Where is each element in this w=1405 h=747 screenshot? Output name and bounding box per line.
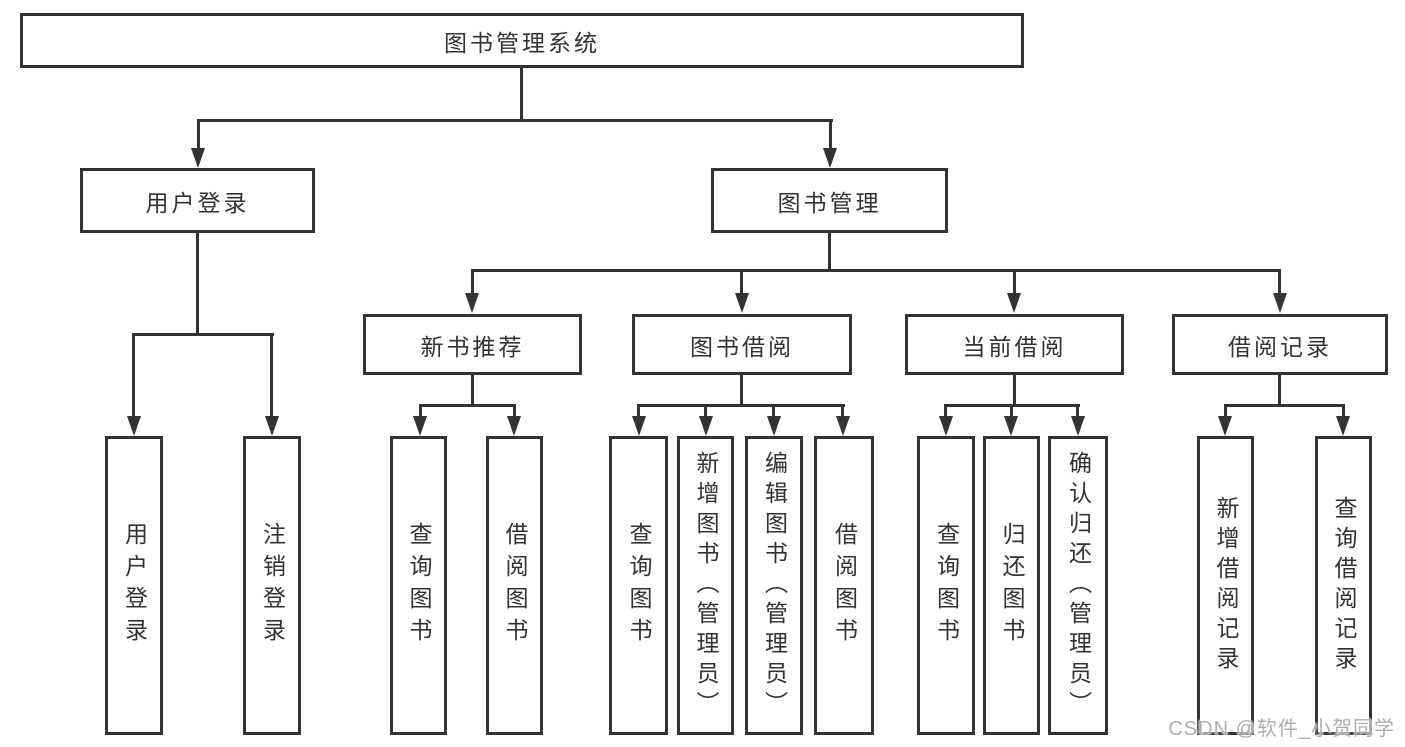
connector-line-v [828, 233, 831, 271]
node-book-borrowing: 图书借阅 [632, 314, 852, 375]
connector-line-v [1342, 404, 1345, 418]
connector-line-v [196, 233, 199, 336]
connector-line-v [1224, 404, 1227, 418]
connector-line-v [772, 404, 775, 418]
node-label: 图书管理 [777, 189, 882, 216]
connector-line-v [740, 375, 743, 406]
leaf-current-query-books: 查询图书 [917, 436, 975, 735]
connector-line-v [1013, 375, 1016, 406]
node-new-book-recommend: 新书推荐 [363, 314, 582, 375]
connector-line-h [637, 404, 845, 407]
node-current-borrowing: 当前借阅 [905, 314, 1124, 375]
connector-line-v [637, 404, 640, 418]
connector-line-h [471, 269, 1281, 272]
leaf-label: 编辑图书（管理员） [761, 450, 788, 721]
leaf-logout: 注销登录 [243, 436, 301, 735]
connector-line-h [197, 119, 833, 122]
node-user-login: 用户登录 [80, 168, 315, 233]
leaf-label: 查询借阅记录 [1331, 495, 1357, 676]
arrow-down-icon [1218, 416, 1232, 436]
leaf-label: 借阅图书 [502, 521, 528, 650]
connector-line-v [1010, 404, 1013, 418]
connector-line-v [1278, 375, 1281, 406]
connector-line-v [513, 404, 516, 418]
arrow-down-icon [767, 416, 781, 436]
connector-line-h [133, 333, 274, 336]
node-label: 图书管理系统 [444, 29, 600, 56]
connector-line-v [197, 119, 200, 150]
arrow-down-icon [413, 416, 427, 436]
leaf-newrec-borrow-books: 借阅图书 [486, 436, 543, 735]
connector-line-v [419, 404, 422, 418]
arrow-down-icon [1071, 416, 1085, 436]
leaf-records-add-record: 新增借阅记录 [1197, 436, 1254, 735]
leaf-borrow-add-books-admin: 新增图书（管理员） [677, 436, 734, 735]
leaf-label: 查询图书 [626, 521, 652, 650]
node-label: 图书借阅 [690, 333, 794, 360]
arrow-down-icon [127, 416, 141, 436]
arrow-down-icon [1336, 416, 1350, 436]
leaf-label: 查询图书 [406, 521, 432, 650]
connector-line-v [471, 269, 474, 295]
arrow-down-icon [1004, 416, 1018, 436]
leaf-borrow-query-books: 查询图书 [609, 436, 668, 735]
arrow-down-icon [191, 148, 205, 168]
arrow-down-icon [823, 148, 837, 168]
connector-line-v [1076, 404, 1079, 418]
watermark: CSDN @软件_小贺同学 [1168, 718, 1395, 740]
leaf-label: 新增借阅记录 [1213, 495, 1239, 676]
connector-line-v [132, 333, 135, 418]
arrow-down-icon [699, 416, 713, 436]
arrow-down-icon [939, 416, 953, 436]
leaf-label: 新增图书（管理员） [693, 450, 719, 721]
arrow-down-icon [632, 416, 646, 436]
leaf-newrec-query-books: 查询图书 [390, 436, 447, 735]
connector-line-v [270, 333, 273, 418]
leaf-label: 归还图书 [999, 521, 1025, 650]
arrow-down-icon [465, 293, 479, 313]
arrow-down-icon [836, 416, 850, 436]
connector-line-v [841, 404, 844, 418]
leaf-label: 借阅图书 [831, 521, 858, 650]
leaf-current-confirm-return-admin: 确认归还（管理员） [1048, 436, 1108, 735]
arrow-down-icon [1273, 293, 1287, 313]
node-label: 借阅记录 [1228, 333, 1332, 360]
node-library-management-system: 图书管理系统 [20, 13, 1024, 68]
arrow-down-icon [265, 416, 279, 436]
connector-line-v [704, 404, 707, 418]
leaf-label: 注销登录 [259, 521, 286, 650]
leaf-label: 确认归还（管理员） [1065, 450, 1092, 721]
arrow-down-icon [735, 293, 749, 313]
leaf-records-query-record: 查询借阅记录 [1315, 436, 1372, 735]
arrow-down-icon [1007, 293, 1021, 313]
connector-line-v [471, 375, 474, 406]
connector-line-h [419, 404, 516, 407]
leaf-borrow-edit-books-admin: 编辑图书（管理员） [745, 436, 803, 735]
node-borrowing-records: 借阅记录 [1172, 314, 1388, 375]
leaf-user-login: 用户登录 [105, 436, 163, 735]
node-label: 当前借阅 [962, 333, 1067, 360]
node-book-management: 图书管理 [711, 168, 948, 233]
leaf-borrow-borrow-books: 借阅图书 [814, 436, 874, 735]
connector-line-h [1224, 404, 1345, 407]
connector-line-v [944, 404, 947, 418]
connector-line-v [1013, 269, 1016, 295]
connector-line-v [520, 68, 523, 121]
connector-line-v [829, 119, 832, 150]
leaf-label: 用户登录 [121, 521, 148, 650]
connector-line-v [1278, 269, 1281, 295]
leaf-label: 查询图书 [933, 521, 960, 650]
arrow-down-icon [507, 416, 521, 436]
node-label: 用户登录 [145, 189, 250, 216]
node-label: 新书推荐 [420, 333, 525, 360]
connector-line-v [740, 269, 743, 295]
leaf-current-return-books: 归还图书 [983, 436, 1040, 735]
